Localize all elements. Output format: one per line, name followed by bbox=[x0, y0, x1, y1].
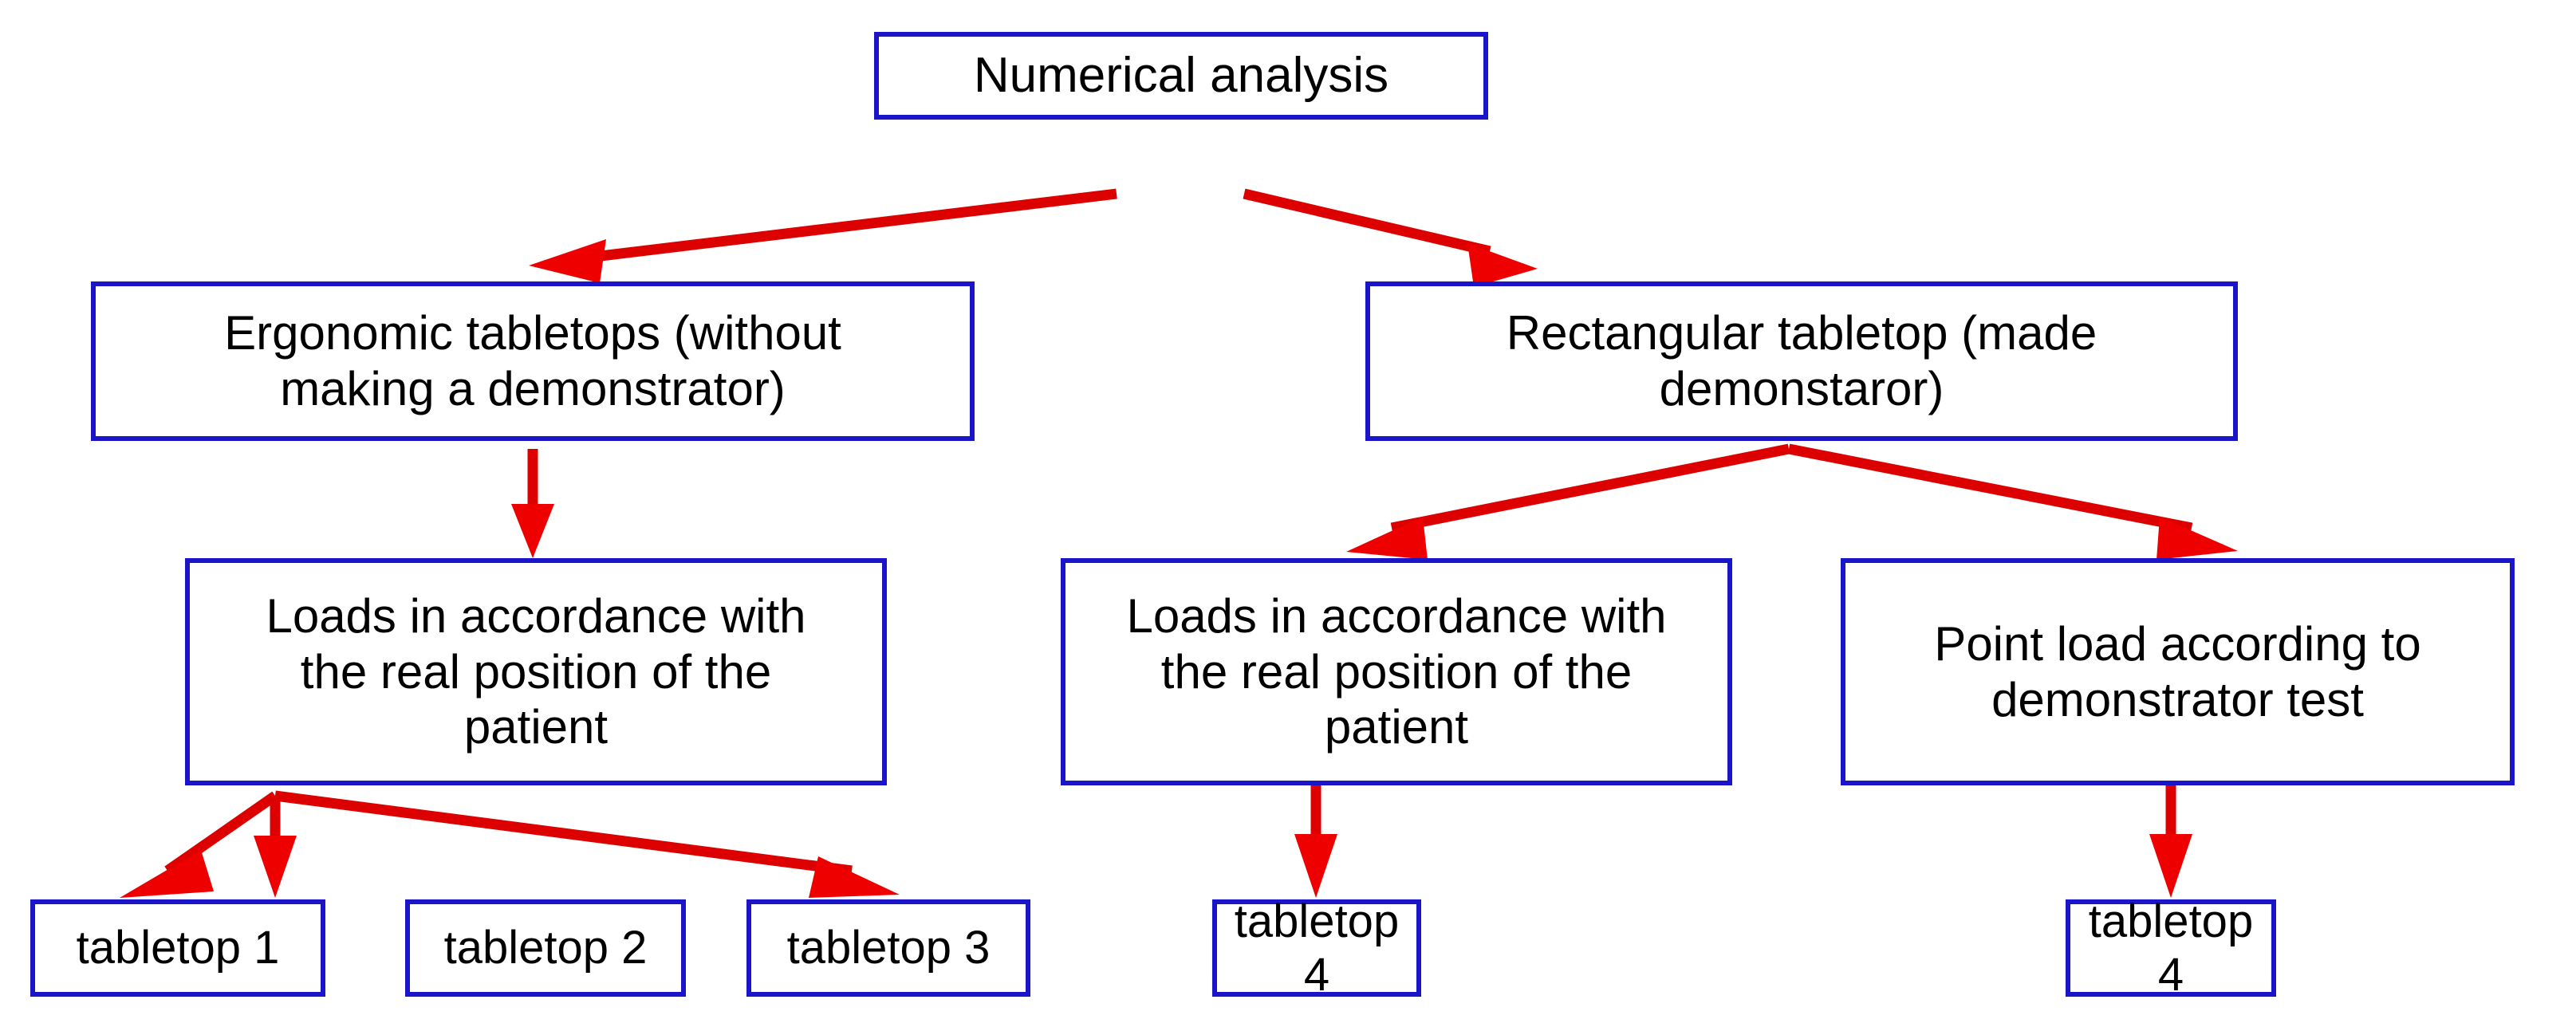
arrow-point-load-to-tabletop-4 bbox=[2149, 785, 2192, 898]
arrow-ergonomic-to-loads-left bbox=[511, 449, 554, 558]
arrow-rectangular-to-point-load bbox=[1787, 443, 2238, 560]
node-tabletop-1-label: tabletop 1 bbox=[76, 922, 280, 974]
node-tabletop-1[interactable]: tabletop 1 bbox=[30, 899, 325, 997]
node-point-load-demonstrator-label: Point load according to demonstrator tes… bbox=[1934, 616, 2421, 726]
arrow-loads-left-to-tabletop-1 bbox=[120, 791, 278, 898]
node-point-load-demonstrator[interactable]: Point load according to demonstrator tes… bbox=[1841, 558, 2515, 785]
arrow-root-to-ergonomic bbox=[529, 188, 1117, 283]
node-tabletop-4-middle[interactable]: tabletop 4 bbox=[1212, 895, 1421, 1001]
node-loads-real-position-left[interactable]: Loads in accordance with the real positi… bbox=[185, 558, 887, 785]
node-tabletop-2[interactable]: tabletop 2 bbox=[405, 899, 686, 997]
node-loads-real-position-left-label: Loads in accordance with the real positi… bbox=[266, 589, 806, 754]
node-rectangular-tabletop[interactable]: Rectangular tabletop (made demonstaror) bbox=[1365, 281, 2238, 441]
node-tabletop-3[interactable]: tabletop 3 bbox=[746, 899, 1030, 997]
node-tabletop-3-label: tabletop 3 bbox=[786, 922, 991, 974]
node-tabletop-2-label: tabletop 2 bbox=[443, 922, 648, 974]
arrow-loads-left-to-tabletop-3 bbox=[274, 790, 900, 898]
arrow-loads-middle-to-tabletop-4 bbox=[1294, 785, 1337, 898]
node-loads-real-position-middle[interactable]: Loads in accordance with the real positi… bbox=[1061, 558, 1732, 785]
node-tabletop-4-middle-label: tabletop 4 bbox=[1234, 895, 1400, 1001]
node-ergonomic-tabletops-label: Ergonomic tabletops (without making a de… bbox=[224, 306, 841, 415]
arrow-loads-left-to-tabletop-2 bbox=[254, 796, 297, 898]
arrow-root-to-rectangular bbox=[1243, 188, 1538, 287]
node-tabletop-4-right-label: tabletop 4 bbox=[2088, 895, 2254, 1001]
arrow-rectangular-to-loads-middle bbox=[1346, 443, 1790, 560]
node-numerical-analysis-label: Numerical analysis bbox=[973, 48, 1389, 104]
node-numerical-analysis[interactable]: Numerical analysis bbox=[874, 32, 1488, 120]
node-tabletop-4-right[interactable]: tabletop 4 bbox=[2066, 895, 2276, 1001]
node-rectangular-tabletop-label: Rectangular tabletop (made demonstaror) bbox=[1506, 306, 2097, 415]
node-loads-real-position-middle-label: Loads in accordance with the real positi… bbox=[1126, 589, 1667, 754]
node-ergonomic-tabletops[interactable]: Ergonomic tabletops (without making a de… bbox=[91, 281, 975, 441]
